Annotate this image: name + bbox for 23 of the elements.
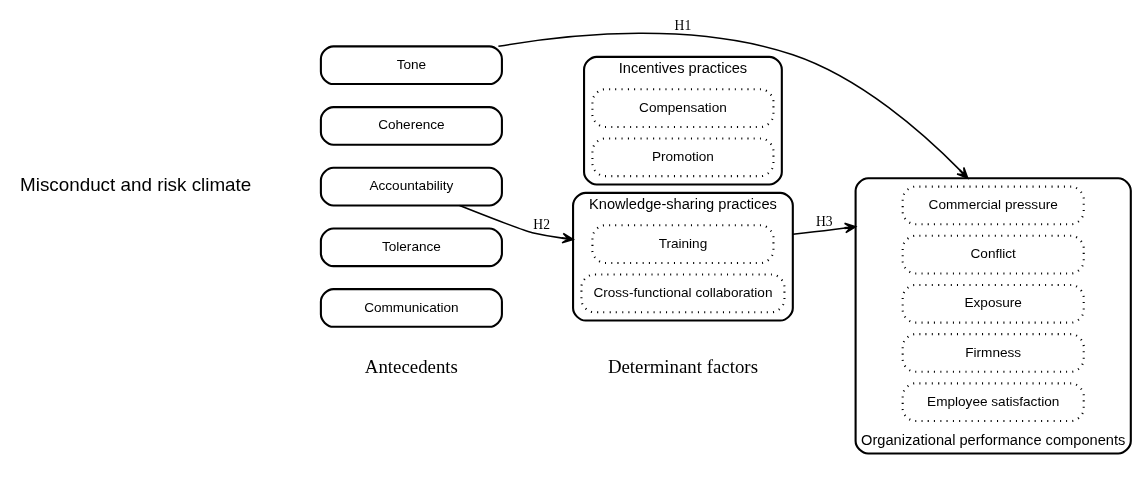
label: Antecedents <box>364 356 458 378</box>
node-box: Firmness <box>901 333 1085 373</box>
edge-label: H1 <box>674 18 692 34</box>
edge-label: H3 <box>815 213 833 229</box>
label: Determinant factors <box>607 356 758 378</box>
node-box: Conflict <box>901 234 1085 275</box>
node-box: Employee satisfaction <box>901 382 1085 423</box>
label: Misconduct and risk climate <box>20 174 252 196</box>
edge-label: H2 <box>533 216 550 232</box>
node-box: Commercial pressure <box>901 185 1085 226</box>
node-box: Communication <box>319 288 503 328</box>
arrow <box>497 32 969 180</box>
node-box: Compensation <box>591 88 775 128</box>
node-box: Promotion <box>591 137 775 178</box>
node-box: Tolerance <box>319 227 503 268</box>
node-box: Exposure <box>901 283 1085 324</box>
node-box: Coherence <box>319 106 503 146</box>
node-box: Tone <box>319 45 503 86</box>
arrow <box>458 204 574 244</box>
node-box: Accountability <box>319 166 503 207</box>
node-box: Training <box>591 224 775 265</box>
arrow <box>792 222 857 235</box>
node-box: Cross-functional collaboration <box>580 273 786 314</box>
